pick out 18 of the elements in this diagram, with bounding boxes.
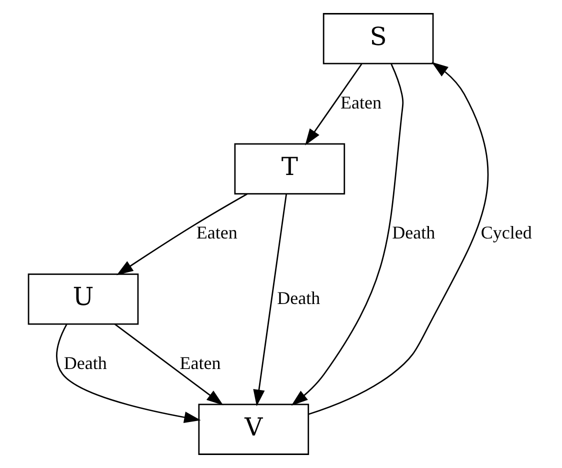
edge-label: Death xyxy=(392,222,436,243)
arrow xyxy=(291,64,404,406)
edge-label: Cycled xyxy=(480,222,532,243)
edge-label: Eaten xyxy=(196,222,238,243)
arrow xyxy=(56,324,201,424)
edge-label: Death xyxy=(64,352,107,373)
edge-label: Eaten xyxy=(340,92,382,112)
node-box: V xyxy=(198,404,310,455)
edge-label: Death xyxy=(277,288,320,308)
arrow xyxy=(305,64,362,146)
edge-label: Eaten xyxy=(180,352,221,373)
arrow xyxy=(114,324,224,406)
node-box: S xyxy=(322,13,434,64)
arrow xyxy=(116,193,248,276)
node-box: U xyxy=(28,273,139,325)
arrow xyxy=(308,62,489,415)
node-box: T xyxy=(234,143,346,195)
arrow xyxy=(253,194,288,406)
